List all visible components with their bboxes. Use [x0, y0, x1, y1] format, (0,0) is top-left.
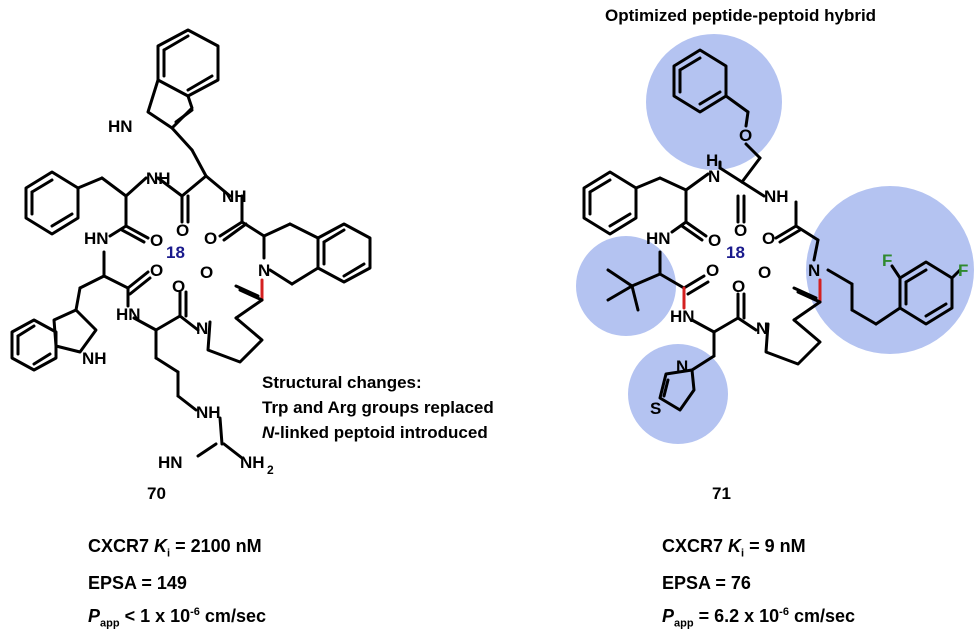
atom-o-3: O [150, 231, 163, 250]
atom-o-5: O [150, 261, 163, 280]
compound-number-71: 71 [712, 484, 731, 503]
atom-f-para: F [958, 261, 968, 280]
atom-n-tic: N [258, 261, 270, 280]
atom-nh2-arg: NH [240, 453, 265, 472]
atom-nh-indole-bottom: NH [82, 349, 107, 368]
atom-nh-1: NH [146, 169, 171, 188]
atom-o-r4: O [758, 263, 771, 282]
atom-o-r5: O [706, 261, 719, 280]
line2-rest: -linked peptoid introduced [274, 423, 488, 442]
papp-subscript: app [674, 617, 694, 630]
atom-o-ether: O [739, 126, 752, 145]
atom-nh-arg: NH [196, 403, 221, 422]
atom-hn-r1: HN [646, 229, 671, 248]
papp-symbol: P [88, 605, 101, 626]
structural-changes-line1: Trp and Arg groups replaced [262, 398, 494, 417]
italic-n: N [262, 423, 275, 442]
ki-value: = 9 nM [744, 536, 806, 556]
structural-changes-line2: N-linked peptoid introduced [262, 420, 494, 445]
compound-70-atom-labels: HN NH NH O O HN O 18 N O O O HN N NH NH … [82, 117, 274, 477]
papp-value: = 6.2 x 10 [693, 605, 780, 626]
atom-o-6: O [172, 277, 185, 296]
epsa-71: EPSA = 76 [662, 572, 751, 593]
papp-value: < 1 x 10 [119, 605, 191, 626]
ring-size-label-70: 18 [166, 243, 185, 262]
atom-o-r2: O [762, 229, 775, 248]
reaction-figure: HN NH NH O O HN O 18 N O O O HN N NH NH … [10, 28, 974, 477]
atom-h-top: H [706, 151, 718, 170]
epsa-70: EPSA = 149 [88, 572, 187, 593]
ki-prefix: CXCR7 [662, 536, 729, 556]
compound-70-structure [10, 28, 372, 460]
highlight-difluorophenylpropyl [806, 186, 974, 354]
atom-o-1: O [176, 221, 189, 240]
papp-exponent: -6 [190, 605, 200, 618]
highlight-tert-butyl [576, 236, 676, 336]
ki-subscript: i [167, 547, 171, 560]
atom-n-pro-r: N [756, 319, 768, 338]
compound-71-structure [582, 48, 962, 412]
papp-exponent: -6 [779, 605, 789, 618]
papp-71: Papp = 6.2 x 10-6 cm/sec [662, 598, 855, 638]
atom-hn-1: HN [84, 229, 109, 248]
ki-subscript: i [741, 547, 745, 560]
atom-nh2-subscript: 2 [267, 463, 274, 477]
papp-subscript: app [100, 617, 120, 630]
ring-size-label-71: 18 [726, 243, 745, 262]
atom-n-pro: N [196, 319, 208, 338]
structural-changes-heading: Structural changes: [262, 373, 422, 392]
atom-hn-arg: HN [158, 453, 183, 472]
atom-n-thiazole: N [676, 357, 688, 376]
ki-symbol: K [728, 536, 742, 556]
atom-s-thiazole: S [650, 399, 661, 418]
atom-o-4: O [200, 263, 213, 282]
ki-prefix: CXCR7 [88, 536, 155, 556]
papp-unit: cm/sec [788, 605, 855, 626]
atom-nh-2: NH [222, 187, 247, 206]
hybrid-title: Optimized peptide-peptoid hybrid [605, 6, 877, 25]
ki-value: = 2100 nM [170, 536, 262, 556]
atom-o-r3: O [708, 231, 721, 250]
papp-70: Papp < 1 x 10-6 cm/sec [88, 598, 266, 638]
structural-changes-caption: Structural changes: Trp and Arg groups r… [262, 370, 494, 445]
ki-symbol: K [154, 536, 168, 556]
atom-o-r1: O [734, 221, 747, 240]
ki-71: CXCR7 Ki = 9 nM [662, 532, 855, 569]
papp-symbol: P [662, 605, 675, 626]
ki-70: CXCR7 Ki = 2100 nM [88, 532, 266, 569]
atom-o-2: O [204, 229, 217, 248]
papp-unit: cm/sec [199, 605, 266, 626]
atom-hn-2: HN [116, 305, 141, 324]
atom-n-peptoid: N [808, 261, 820, 280]
properties-71: CXCR7 Ki = 9 nM EPSA = 76 Papp = 6.2 x 1… [662, 532, 855, 638]
atom-hn-indole-top: HN [108, 117, 133, 136]
highlight-thiazole [628, 344, 728, 444]
atom-o-r6: O [732, 277, 745, 296]
atom-nh-r1: NH [764, 187, 789, 206]
compound-71-atom-labels: O H N NH O O HN O 18 N O O O HN N N S F … [646, 126, 968, 418]
compound-number-70: 70 [147, 484, 166, 503]
atom-hn-r2: HN [670, 307, 695, 326]
properties-70: CXCR7 Ki = 2100 nM EPSA = 149 Papp < 1 x… [88, 532, 266, 638]
atom-n-top: N [708, 167, 720, 186]
atom-f-ortho: F [882, 251, 892, 270]
